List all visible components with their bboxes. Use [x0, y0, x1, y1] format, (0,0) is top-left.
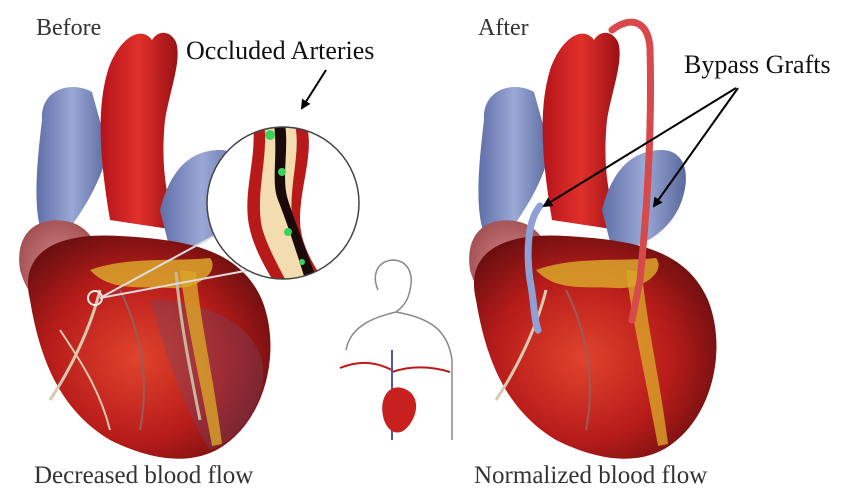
body-inset-heart	[382, 387, 416, 432]
bypass-grafts-label: Bypass Grafts	[684, 52, 831, 78]
after-heart	[469, 22, 716, 459]
occluded-arteries-label: Occluded Arteries	[186, 38, 374, 64]
occluded-arrow	[302, 70, 326, 108]
body-inset	[340, 260, 452, 440]
after-label: After	[478, 16, 529, 40]
bypass-arrow-right	[654, 88, 738, 206]
before-label: Before	[36, 16, 101, 40]
decreased-flow-caption: Decreased blood flow	[34, 463, 253, 488]
normalized-flow-caption: Normalized blood flow	[474, 463, 707, 488]
